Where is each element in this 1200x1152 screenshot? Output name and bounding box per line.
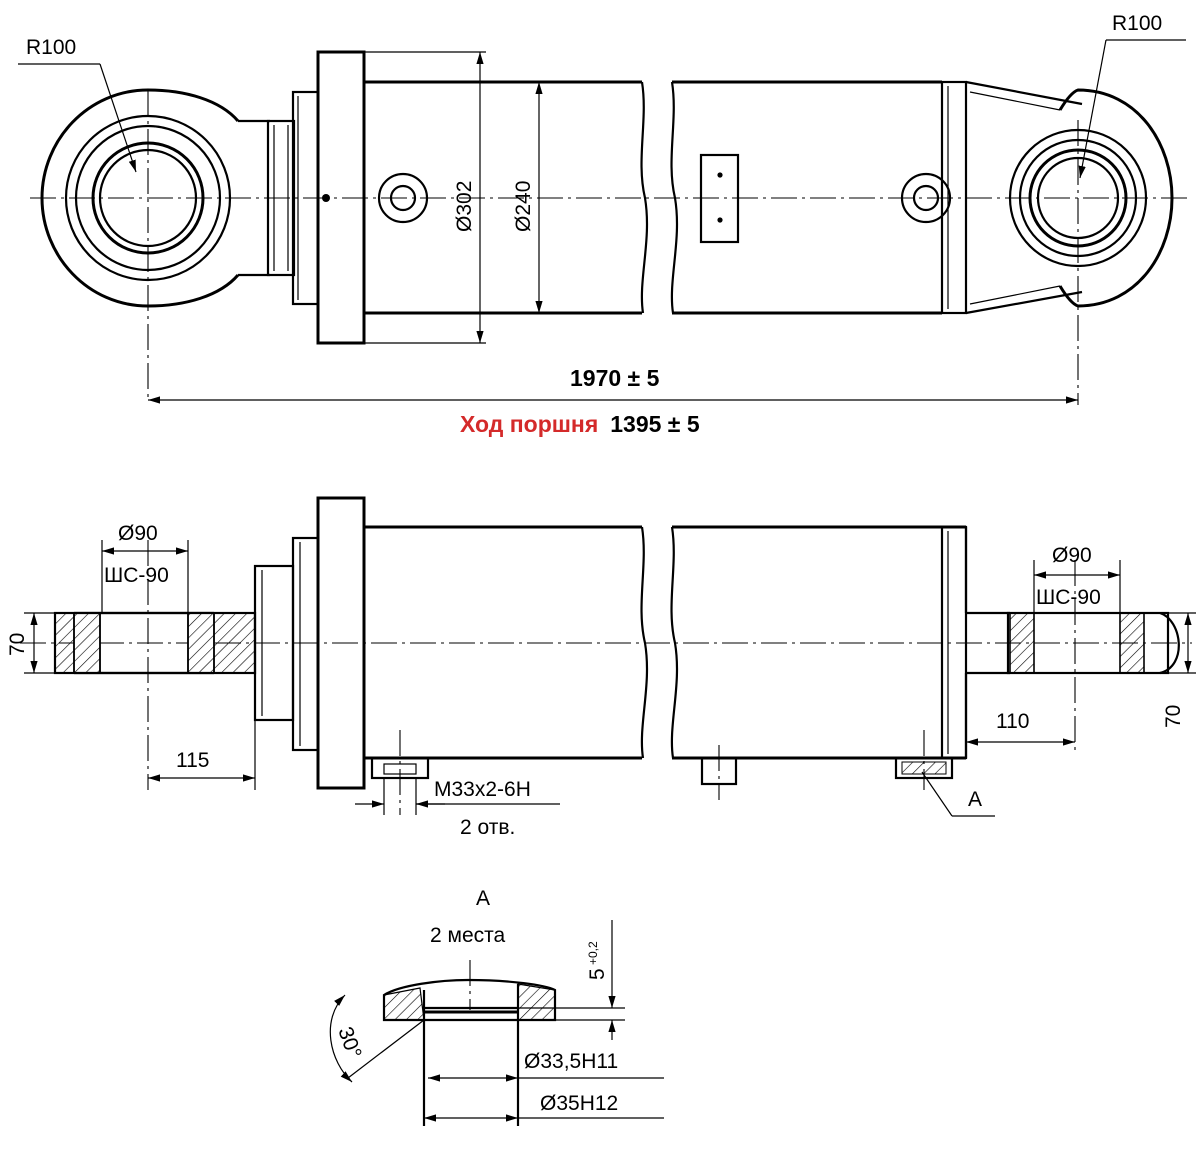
offset-right: 110: [996, 710, 1029, 733]
dia-flange-label: Ø302: [453, 181, 476, 232]
stroke-caption: Ход поршня 1395 ± 5: [460, 411, 700, 437]
detail-subtitle: 2 места: [430, 924, 506, 947]
left-lug-section: [53, 540, 257, 790]
detail-ref-label: A: [968, 788, 982, 811]
diameter-dims: Ø302 Ø240: [364, 51, 543, 344]
depth-base: 5: [586, 968, 609, 980]
bearing-dia-right: Ø90: [1052, 544, 1092, 567]
offset-left: 115: [176, 749, 209, 772]
port-callout: M33x2-6H 2 отв.: [355, 778, 560, 839]
stroke-value: 1395 ± 5: [610, 411, 700, 437]
bearing-type-right: ШС-90: [1036, 586, 1101, 609]
detail-title: A: [476, 887, 490, 910]
top-view: R100 R100 Ø302 Ø240 1970 ± 5 Ход поршня …: [18, 12, 1190, 437]
cylinder-barrel-side: [364, 525, 968, 815]
overall-length-label: 1970 ± 5: [570, 365, 660, 391]
detail-ref: A: [921, 771, 995, 817]
cap-end: [940, 80, 1083, 315]
right-rod-eye: [1008, 88, 1174, 405]
side-dims-left: Ø90 ШС-90 70 115: [6, 522, 256, 790]
side-dims-right: Ø90 ШС-90 70 110: [966, 544, 1196, 746]
depth-tol: +0,2: [586, 941, 600, 965]
port-thread-label: M33x2-6H: [434, 778, 531, 801]
right-lug-section: [964, 527, 1180, 758]
bearing-type-left: ШС-90: [104, 564, 169, 587]
overall-length-dim: 1970 ± 5 Ход поршня 1395 ± 5: [148, 365, 1078, 437]
dia-outer: Ø35H12: [540, 1092, 618, 1115]
bearing-dia-left: Ø90: [118, 522, 158, 545]
radius-leaders: R100 R100: [18, 12, 1186, 179]
dia-barrel-label: Ø240: [512, 181, 535, 232]
dia-inner: Ø33,5H11: [524, 1050, 618, 1073]
stroke-label: Ход поршня: [460, 411, 598, 437]
side-view: Ø90 ШС-90 70 115 Ø90 ШС-90 70 110: [6, 496, 1196, 839]
port-count-label: 2 отв.: [460, 816, 515, 839]
radius-label-right: R100: [1112, 12, 1162, 35]
width-left: 70: [6, 633, 29, 656]
left-gland: [266, 50, 366, 345]
radius-label-left: R100: [26, 36, 76, 59]
detail-a: A 2 места 5 +0,2 30° Ø33,5H11 Ø35H12: [329, 887, 664, 1126]
cylinder-barrel-top: [364, 80, 952, 315]
chamfer-angle: 30°: [333, 1024, 365, 1062]
left-rod-eye: [40, 88, 270, 400]
width-right: 70: [1162, 705, 1185, 728]
side-gland: [253, 496, 366, 790]
